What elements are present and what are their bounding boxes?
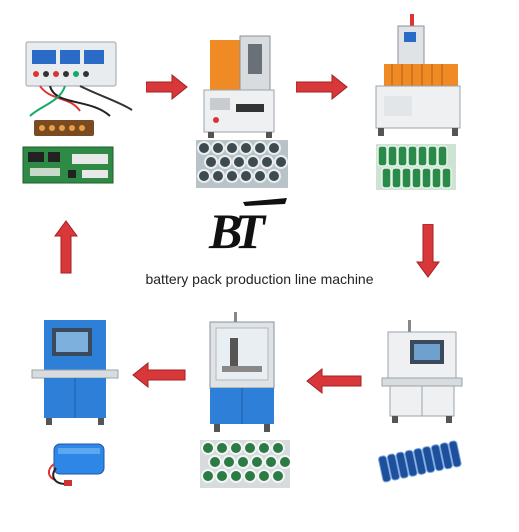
logo-text: BT xyxy=(208,203,267,258)
cell-tops-icon xyxy=(200,440,290,488)
diagram-caption: battery pack production line machine xyxy=(145,271,374,287)
automatic-welder-icon xyxy=(209,312,275,432)
arrow-up-icon xyxy=(54,220,78,274)
arrow-left-icon xyxy=(132,362,186,388)
arrow-left-icon xyxy=(306,368,362,394)
arrow-right-icon xyxy=(146,74,188,100)
pack-tester-icon xyxy=(31,320,119,425)
spot-welder-icon xyxy=(381,320,463,423)
blue-cells-icon xyxy=(378,440,462,483)
brand-logo: BT xyxy=(208,198,287,258)
cylindrical-cells-icon xyxy=(196,140,288,188)
battery-tester-icon xyxy=(25,41,133,136)
arrow-right-icon xyxy=(296,74,348,100)
sorting-machine-icon xyxy=(203,35,275,138)
green-cells-icon xyxy=(376,144,456,190)
battery-pack-icon xyxy=(48,443,105,486)
arrow-down-icon xyxy=(416,224,440,278)
pcb-board-icon xyxy=(22,146,114,184)
loading-machine-icon xyxy=(375,14,461,136)
